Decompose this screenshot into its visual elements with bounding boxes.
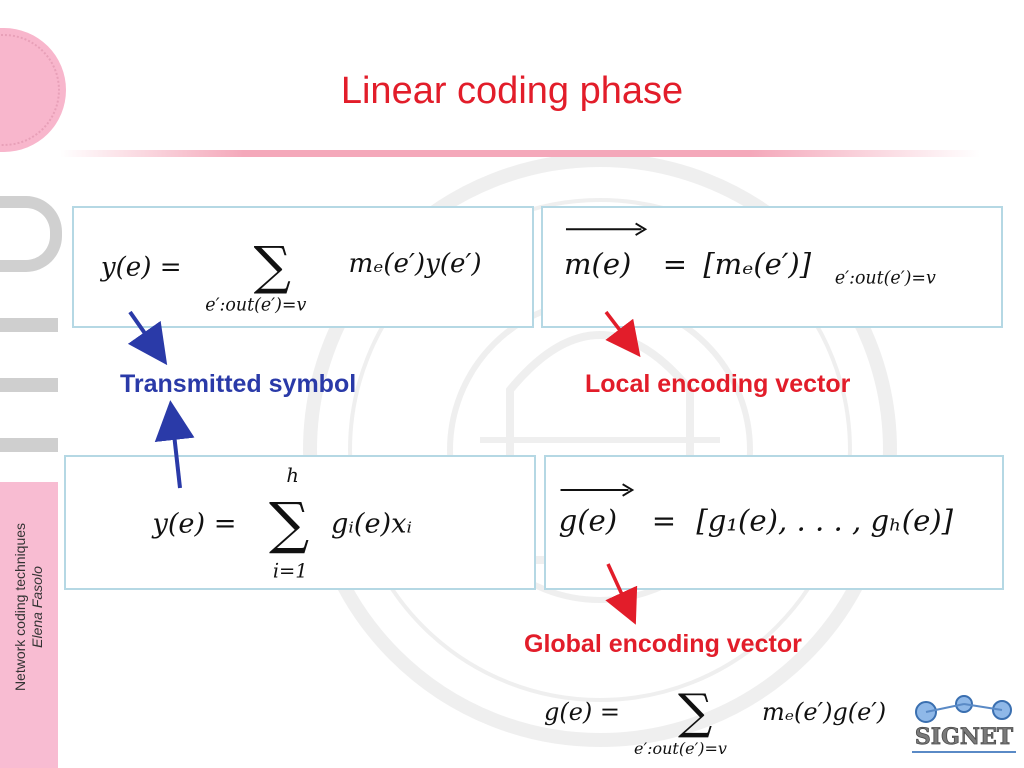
sum-symbol: ∑ bbox=[678, 684, 712, 740]
decorative-bar bbox=[0, 318, 58, 332]
global-encoding-label: Global encoding vector bbox=[524, 630, 802, 658]
transmitted-symbol-label: Transmitted symbol bbox=[120, 370, 357, 398]
sum-upper: h bbox=[286, 464, 299, 487]
sidebar-strip bbox=[0, 482, 58, 768]
formula-box-global: g(e) = [g₁(e), . . . , gₕ(e)] bbox=[544, 455, 1004, 590]
formula-lhs: y(e) = bbox=[152, 509, 237, 540]
formula-box-transmitted: y(e) = ∑ e′:out(e′)=v mₑ(e′)y(e′) bbox=[72, 206, 534, 328]
formula-rhs: [g₁(e), . . . , gₕ(e)] bbox=[696, 504, 953, 538]
bracket-subscript: e′:out(e′)=v bbox=[835, 268, 936, 288]
formula-box-local: m(e) = [mₑ(e′)] e′:out(e′)=v bbox=[541, 206, 1003, 328]
author-name: Elena Fasolo bbox=[29, 566, 46, 648]
equals-sign: = bbox=[663, 247, 687, 281]
sum-symbol: ∑ bbox=[254, 236, 291, 296]
local-encoding-label: Local encoding vector bbox=[585, 370, 851, 398]
decorative-bar bbox=[0, 438, 58, 452]
formula-rhs: gᵢ(e)xᵢ bbox=[331, 509, 412, 540]
formula-lhs: g(e) = bbox=[544, 698, 620, 726]
formula-box-symbol: h y(e) = ∑ i=1 gᵢ(e)xᵢ bbox=[64, 455, 536, 590]
formula-lhs: y(e) = bbox=[100, 253, 182, 283]
formula-transmitted: y(e) = ∑ e′:out(e′)=v mₑ(e′)y(e′) bbox=[100, 236, 482, 316]
slide-title: Linear coding phase bbox=[340, 70, 684, 112]
course-name: Network coding techniques bbox=[12, 522, 29, 692]
logo-shape-decoration bbox=[0, 196, 62, 272]
title-underline bbox=[60, 150, 980, 157]
sum-subscript: e′:out(e′)=v bbox=[634, 739, 727, 758]
sum-lower: i=1 bbox=[273, 559, 308, 582]
signet-logo: SIGNET bbox=[912, 695, 1016, 753]
formula-rhs: [mₑ(e′)] bbox=[703, 247, 811, 281]
formula-lhs: m(e) bbox=[564, 247, 631, 281]
formula-rhs: mₑ(e′)y(e′) bbox=[348, 249, 481, 279]
formula-lhs: g(e) bbox=[559, 504, 618, 538]
formula-rhs: mₑ(e′)g(e′) bbox=[762, 698, 886, 726]
formula-symbol: h y(e) = ∑ i=1 gᵢ(e)xᵢ bbox=[152, 464, 412, 582]
formula-global: g(e) = [g₁(e), . . . , gₕ(e)] bbox=[559, 483, 954, 538]
sidebar-caption: Network coding techniques Elena Fasolo bbox=[0, 482, 58, 732]
sum-subscript: e′:out(e′)=v bbox=[205, 296, 306, 316]
decorative-bar bbox=[0, 378, 58, 392]
formula-global-recursion: g(e) = ∑ e′:out(e′)=v mₑ(e′)g(e′) bbox=[544, 684, 886, 758]
logo-text: SIGNET bbox=[915, 724, 1014, 750]
formula-local: m(e) = [mₑ(e′)] e′:out(e′)=v bbox=[564, 222, 936, 288]
sum-symbol: ∑ bbox=[269, 491, 309, 556]
equals-sign: = bbox=[652, 504, 676, 538]
